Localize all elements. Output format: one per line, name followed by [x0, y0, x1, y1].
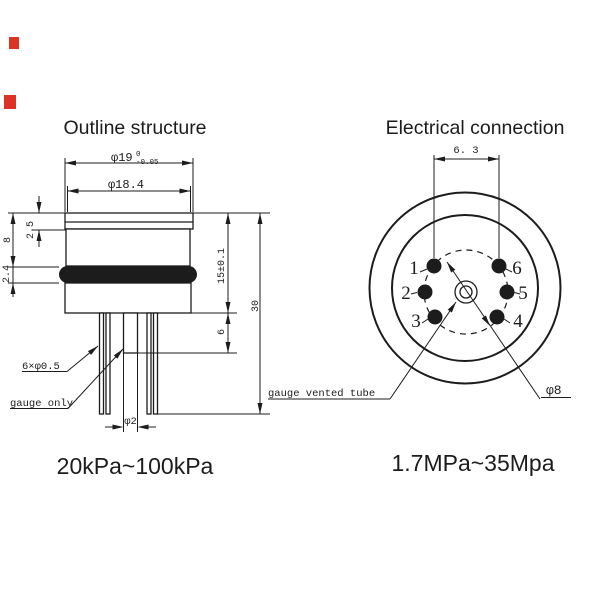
arrowhead [225, 313, 231, 324]
red-mark [9, 37, 19, 49]
arrowhead [10, 256, 16, 267]
pin-2-label: 2 [401, 283, 411, 304]
connector-inner-circle [391, 214, 539, 362]
electrical-connection-diagram: Electrical connection 6. 3 φ8 gauge vent… [268, 117, 571, 476]
pin-4-label: 4 [513, 311, 523, 332]
left-diagram-title: Outline structure [63, 117, 206, 139]
dim-body-text: 15±0.1 [217, 248, 228, 284]
arrowhead [67, 188, 79, 194]
pin-6-dot [491, 258, 507, 274]
label-pins-leader: 6×φ0.5 [22, 345, 99, 373]
dim-phi19-tol-lower: -0.05 [136, 159, 159, 167]
pin [98, 312, 105, 415]
arrowhead [65, 160, 76, 166]
label-gauge-leader: gauge only [10, 348, 124, 410]
arrowhead [447, 262, 456, 273]
dim-phi2: φ2 [105, 353, 156, 432]
outline-structure-diagram: Outline structure φ19 0 -0.05 φ18.4 [2, 117, 270, 479]
arrowhead [225, 342, 231, 353]
arrowhead [179, 188, 191, 194]
pin-1-label: 1 [409, 258, 419, 279]
dim-pin-spacing-text: 6. 3 [453, 145, 478, 157]
upper-body [65, 228, 191, 267]
dim-body-height: 15±0.1 [217, 213, 231, 313]
pin [146, 312, 152, 415]
arrowhead [225, 302, 231, 313]
dim-oring-text: 2.4 [2, 265, 13, 283]
arrowhead [36, 202, 42, 213]
pin-6-label: 6 [512, 258, 522, 279]
arrowhead [10, 283, 16, 294]
label-gauge-text: gauge only [10, 398, 73, 410]
dim-upper-text: 8 [3, 237, 14, 243]
o-ring [59, 266, 197, 283]
pin-1-dot [426, 258, 442, 274]
dim-cap-height: 2.5 [26, 196, 42, 247]
sensor-body [59, 212, 197, 415]
dim-phi2-text: φ2 [124, 416, 137, 428]
left-extension-lines [8, 212, 66, 284]
connector-outer-circle [368, 191, 562, 385]
arrowhead [481, 315, 490, 326]
label-vent-text: gauge vented tube [268, 388, 375, 400]
dim-phi19-text: φ19 [111, 151, 133, 165]
arrowhead [137, 424, 149, 430]
dim-phi18-4-text: φ18.4 [108, 178, 144, 192]
arrowhead [257, 213, 263, 224]
arrowhead [488, 156, 499, 162]
dim-bolt-circle-leader: φ8 [446, 261, 571, 400]
pin-3-dot [427, 309, 443, 325]
connector-pins: 1 2 3 4 5 6 [401, 258, 528, 332]
pin-4-dot [489, 309, 505, 325]
arrowhead [87, 346, 98, 355]
top-cap [64, 212, 194, 230]
dim-tube-length: 6 [217, 313, 231, 353]
dim-pin-spacing: 6. 3 [433, 145, 500, 258]
dim-total-height: 30 [251, 213, 263, 414]
left-pressure-range: 20kPa~100kPa [57, 453, 214, 479]
red-scan-marks [4, 37, 19, 109]
arrowhead [112, 424, 124, 430]
label-vent-leader: gauge vented tube [268, 301, 457, 400]
arrowhead [257, 403, 263, 414]
pin-3-label: 3 [411, 311, 421, 332]
arrowhead [36, 230, 42, 241]
center-vent-symbol [454, 280, 478, 304]
right-diagram-title: Electrical connection [386, 117, 565, 139]
red-mark [4, 95, 16, 109]
arrowhead [113, 349, 123, 359]
dim-bolt-circle-text: φ8 [546, 383, 562, 398]
dim-upper-and-oring: 8 2.4 [2, 213, 16, 297]
label-pins-text: 6×φ0.5 [22, 361, 60, 373]
arrowhead [225, 213, 231, 224]
dim-phi19-tol-upper: 0 [136, 151, 141, 159]
dim-tube-length-text: 6 [217, 329, 228, 335]
arrowhead [10, 213, 16, 224]
arrowhead [447, 302, 456, 313]
dim-phi19: φ19 0 -0.05 [64, 151, 194, 212]
right-extension-lines [137, 212, 270, 415]
arrowhead [182, 160, 193, 166]
pin-5-dot [499, 284, 515, 300]
right-pressure-range: 1.7MPa~35Mpa [391, 450, 554, 476]
lower-body [64, 282, 192, 314]
dim-phi18-4: φ18.4 [67, 178, 191, 212]
dim-total-text: 30 [251, 300, 262, 312]
dim-cap-text: 2.5 [26, 221, 37, 239]
pin-5-label: 5 [518, 283, 528, 304]
arrowhead [434, 156, 445, 162]
pin-2-dot [417, 284, 433, 300]
pin [152, 312, 159, 415]
vent-tube [122, 312, 139, 354]
